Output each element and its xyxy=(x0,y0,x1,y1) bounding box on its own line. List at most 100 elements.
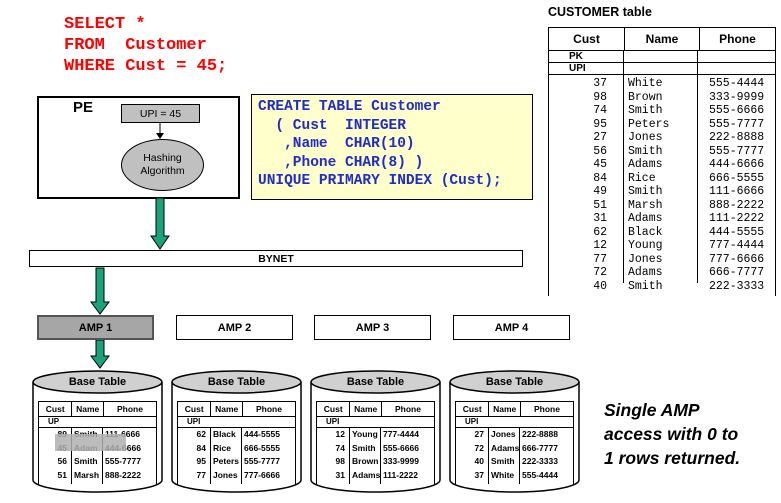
base-table-cell: Jones xyxy=(491,429,516,439)
name-cell: Adams xyxy=(628,158,663,171)
base-table-title: Base Table xyxy=(68,376,127,388)
base-table-header: Cust xyxy=(178,402,212,416)
base-table-cell: 31 xyxy=(335,469,345,480)
base-table-cell: 888-2222 xyxy=(105,469,141,480)
name-cell: Brown xyxy=(628,90,663,104)
base-table-header: Name xyxy=(72,402,104,416)
phone-cell: 777-4444 xyxy=(709,239,765,252)
upi-label: UPI xyxy=(549,63,624,74)
amp-2: AMP 2 xyxy=(176,315,293,340)
base-table-cell: Marsh xyxy=(74,469,100,480)
base-table-cell: 51 xyxy=(57,469,67,480)
name-cell: Adams xyxy=(628,266,663,279)
base-table-header: Name xyxy=(489,402,521,416)
cylinder-shape xyxy=(449,370,580,493)
base-table-cell: 444-5555 xyxy=(244,429,280,439)
cust-cell: 95 xyxy=(593,117,607,131)
base-table-cell: 56 xyxy=(57,456,67,466)
cust-cell: 31 xyxy=(593,212,607,225)
base-table-cell: 555-4444 xyxy=(522,469,558,480)
base-table-cell: 12 xyxy=(335,429,345,439)
base-table-cell: 74 xyxy=(335,442,345,453)
base-table-cell: White xyxy=(491,469,515,480)
cust-cell: 84 xyxy=(593,171,607,185)
base-table-index-label: UPI xyxy=(455,417,574,428)
sql-line: WHERE Cust = 45; xyxy=(64,57,228,76)
base-table-header: Cust xyxy=(456,402,490,416)
name-cell: Black xyxy=(628,225,663,239)
create-table-statement: CREATE TABLE Customer ( Cust INTEGER ,Na… xyxy=(251,94,533,200)
base-table-title: Base Table xyxy=(346,376,405,388)
cust-cell: 98 xyxy=(593,90,607,104)
note-line: 1 rows returned. xyxy=(604,448,741,468)
phone-cell: 555-7777 xyxy=(709,117,765,131)
base-table-title: Base Table xyxy=(207,376,266,388)
phone-cell: 444-5555 xyxy=(709,225,765,239)
base-table-header: Name xyxy=(350,402,382,416)
name-cell: Smith xyxy=(628,104,663,117)
base-table-cell: 98 xyxy=(335,456,345,466)
pk-row: PK xyxy=(549,51,775,63)
phone-cell: 777-6666 xyxy=(709,252,765,266)
cust-cell: 12 xyxy=(593,239,607,252)
base-table-cell: Young xyxy=(352,429,378,439)
base-table-header: Phone xyxy=(116,404,143,414)
phone-cell: 222-3333 xyxy=(709,279,765,293)
name-cell: Smith xyxy=(628,279,663,293)
base-table-cell: 40 xyxy=(474,456,484,466)
base-table-cell: Smith xyxy=(352,442,376,453)
base-table-cell: 111-2222 xyxy=(383,469,418,480)
ddl-line: ,Phone CHAR(8) ) xyxy=(258,154,424,171)
header-name: Name xyxy=(625,28,700,50)
base-table-cell: 84 xyxy=(196,442,206,453)
phone-cell: 555-7777 xyxy=(709,144,765,158)
name-cell: Adams xyxy=(628,212,663,225)
name-cell: Jones xyxy=(628,131,663,144)
name-cell: Smith xyxy=(628,185,663,198)
cust-cell: 62 xyxy=(593,225,607,239)
pk-label: PK xyxy=(549,51,624,62)
base-table-header: Phone xyxy=(394,404,421,414)
amp-1: AMP 1 xyxy=(37,315,154,340)
bynet-to-amp1-arrow xyxy=(90,267,110,315)
cust-cell: 77 xyxy=(593,252,607,266)
cust-cell: 74 xyxy=(593,104,607,117)
base-table-cell: 62 xyxy=(196,429,206,439)
header-cust: Cust xyxy=(549,28,625,50)
base-table-index-label: UPI xyxy=(316,417,435,428)
base-table-cell: 222-3333 xyxy=(522,456,558,466)
base-table-cell: Brown xyxy=(352,456,379,466)
base-table-index-label: UP xyxy=(38,417,157,428)
base-table-header: Cust xyxy=(39,402,73,416)
ddl-line: UNIQUE PRIMARY INDEX (Cust); xyxy=(258,173,502,189)
bynet-bar: BYNET xyxy=(29,250,523,267)
base-table-cell: 27 xyxy=(474,429,484,439)
cust-cell: 49 xyxy=(593,185,607,198)
base-table-cell: 95 xyxy=(196,456,206,466)
name-cell: Peters xyxy=(628,117,670,131)
base-table-cell: 666-7777 xyxy=(522,442,558,453)
base-table-cell: Peters xyxy=(213,456,239,466)
base-table-cell: Black xyxy=(213,429,236,439)
base-table-cell: 666-5555 xyxy=(244,442,280,453)
note-line: Single AMP xyxy=(604,400,700,420)
pe-to-bynet-arrow xyxy=(150,197,170,250)
base-table-cell: Adams xyxy=(352,469,380,480)
sql-line: SELECT * xyxy=(64,15,146,34)
cust-cell: 40 xyxy=(593,279,607,293)
sql-line: FROM Customer xyxy=(64,36,207,55)
ddl-line: ,Name CHAR(10) xyxy=(258,136,415,152)
base-table-cell: 222-8888 xyxy=(522,429,558,439)
base-table-cell: Rice xyxy=(213,442,231,453)
name-cell: Jones xyxy=(628,252,663,266)
base-table-header: Cust xyxy=(317,402,351,416)
cust-cell: 37 xyxy=(593,77,607,90)
base-table-amp-1: Base TableCustNamePhoneUP89455651SmithAd… xyxy=(32,370,163,493)
pe-label: PE xyxy=(73,99,94,116)
